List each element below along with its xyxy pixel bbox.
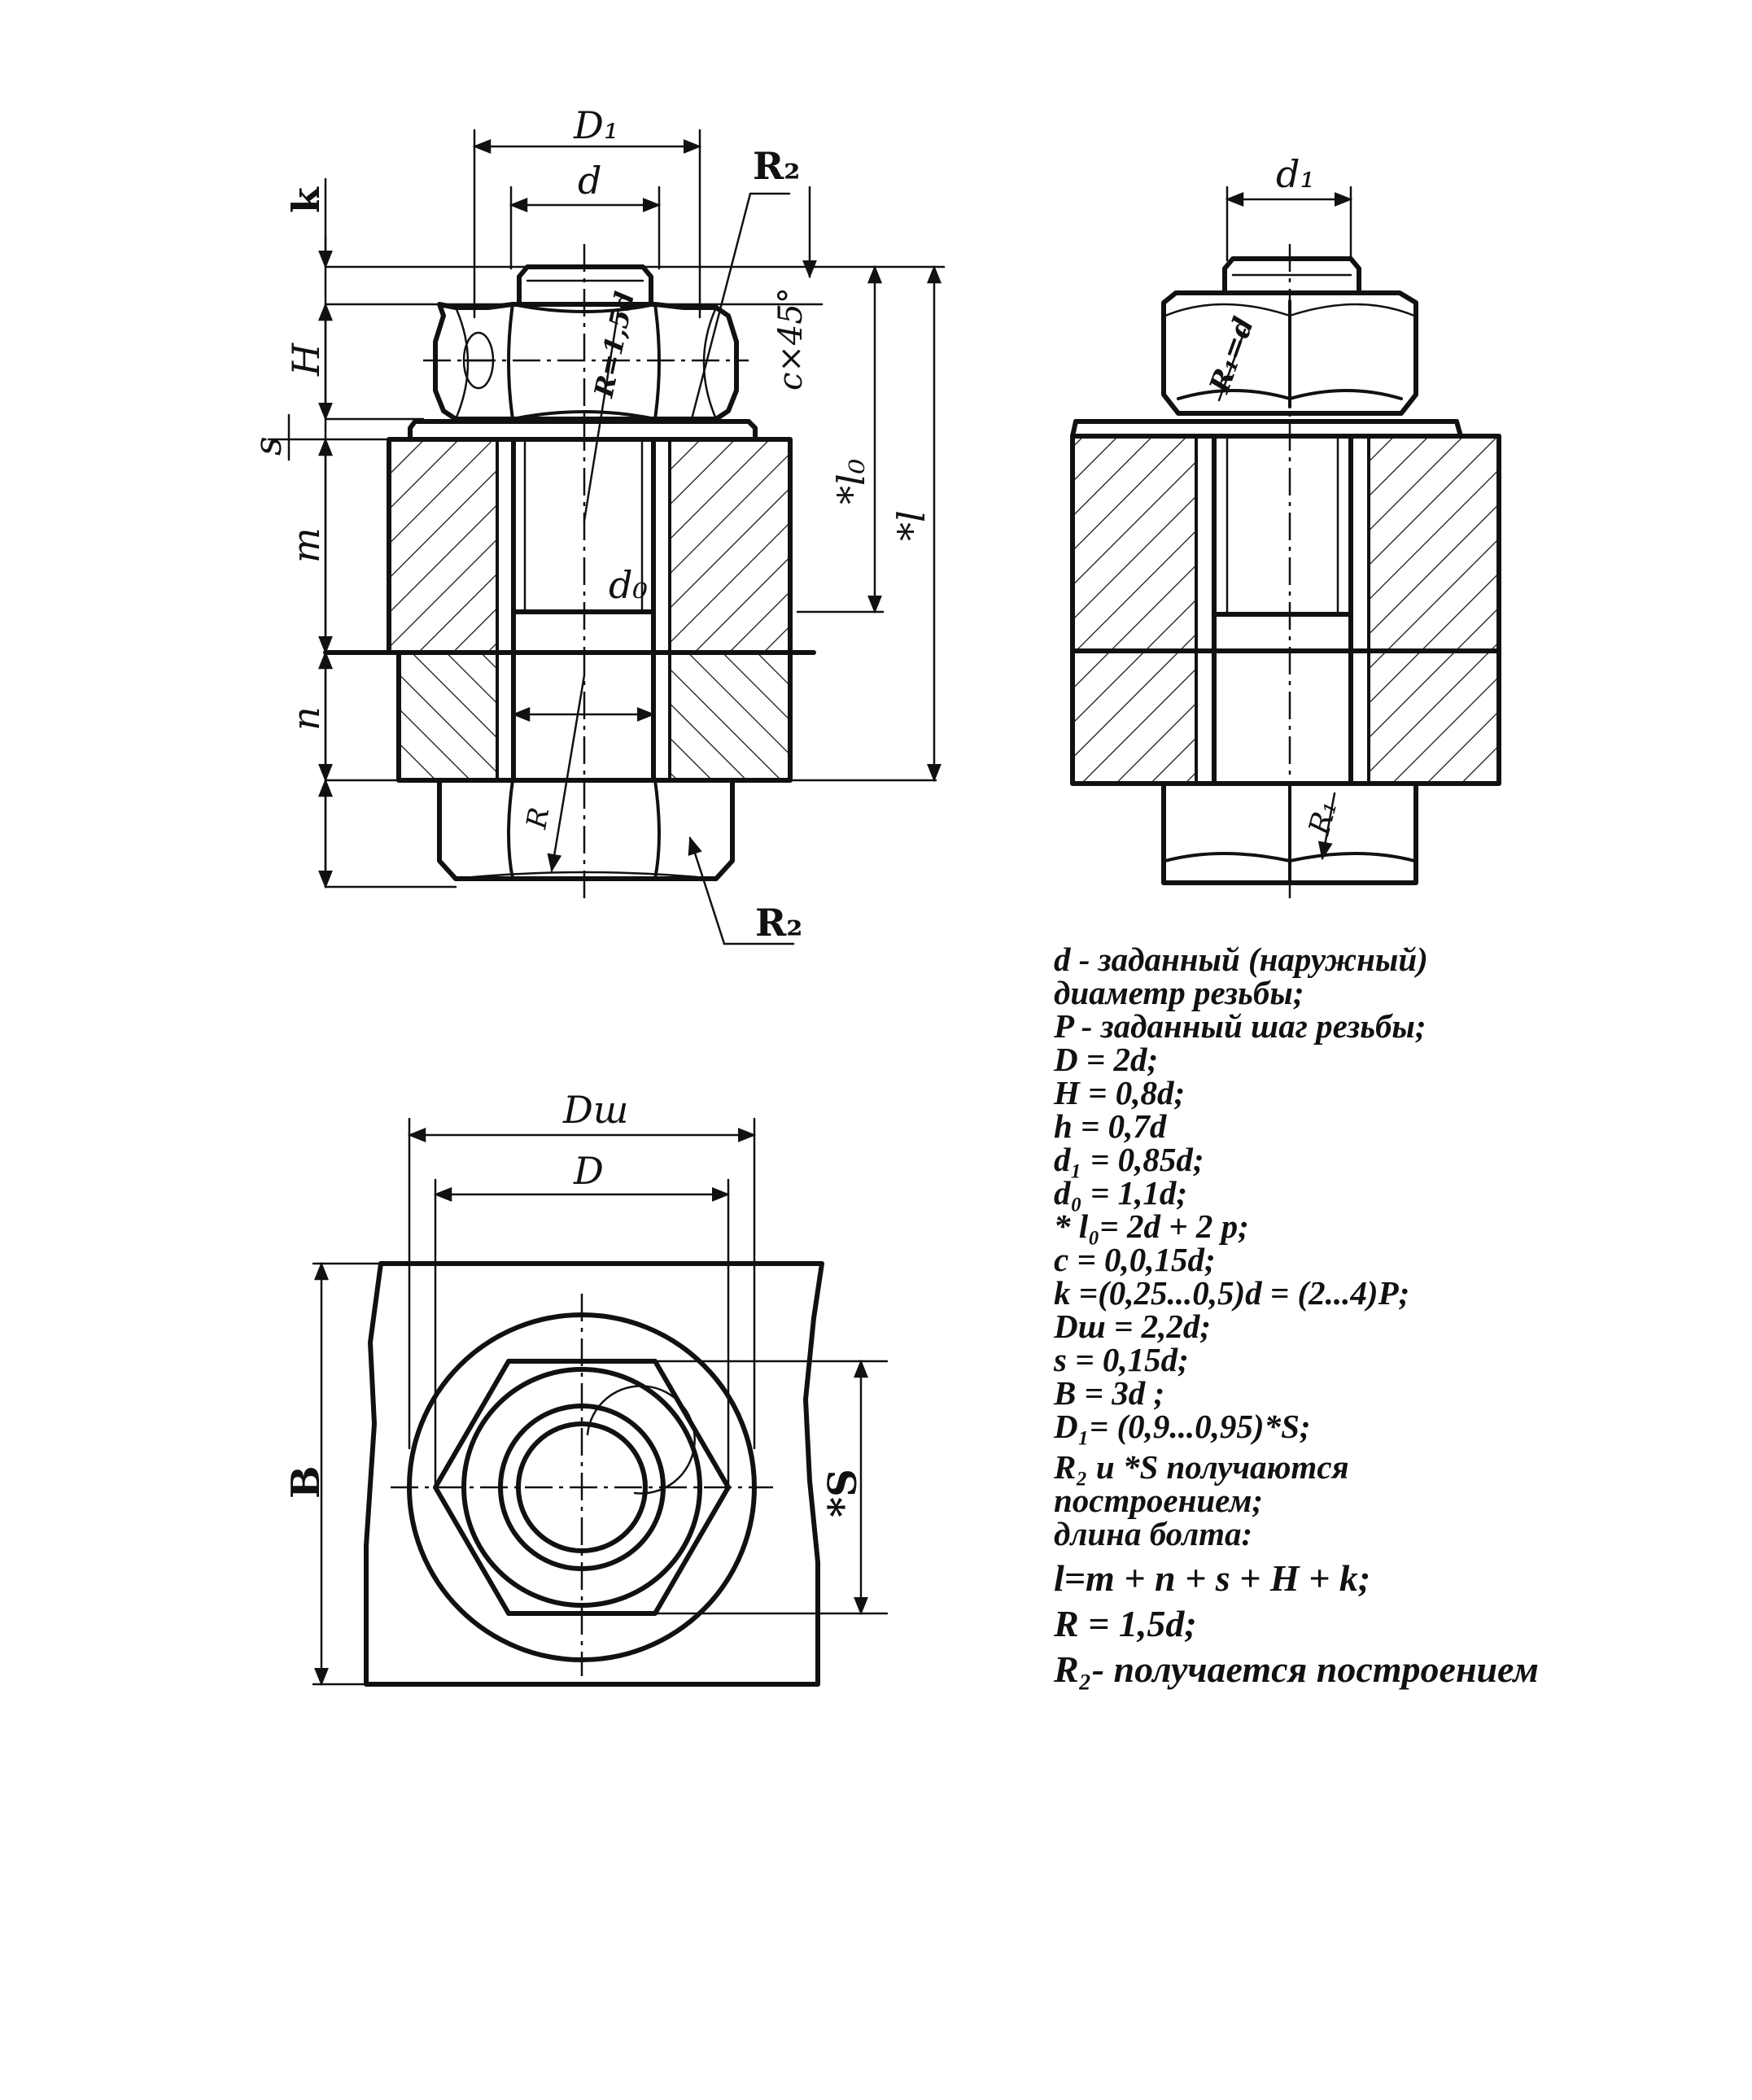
- label-S: *S: [820, 1469, 866, 1517]
- label-H: H: [284, 343, 328, 377]
- formula-line: построением;: [1054, 1482, 1263, 1519]
- formula-line: R₂- получается построением: [1053, 1648, 1539, 1690]
- label-R-low: R: [520, 805, 556, 832]
- formula-line: диаметр резьбы;: [1054, 974, 1304, 1011]
- formula-line: P - заданный шаг резьбы;: [1053, 1007, 1427, 1045]
- label-c45: c×45°: [772, 287, 810, 391]
- formula-line: s = 0,15d;: [1053, 1341, 1189, 1378]
- label-d1-side: d₁: [1276, 152, 1315, 196]
- lower-plate: [323, 650, 816, 783]
- label-Dw: Dш: [562, 1088, 628, 1132]
- label-d-top: d: [578, 159, 601, 203]
- plan-view: B Dш D *S: [283, 1088, 889, 1687]
- formula-line: R₂ и *S получаются: [1053, 1448, 1349, 1486]
- label-B: B: [283, 1465, 329, 1499]
- formula-line: c = 0,0,15d;: [1054, 1241, 1216, 1278]
- formula-line: H = 0,8d;: [1053, 1074, 1185, 1111]
- formula-line: Dш = 2,2d;: [1053, 1308, 1211, 1345]
- formula-notes: d - заданный (наружный)диаметр резьбы;P …: [1053, 941, 1539, 1690]
- formula-line: d - заданный (наружный): [1054, 941, 1428, 978]
- label-n: n: [284, 706, 328, 731]
- formula-line: h = 0,7d: [1054, 1107, 1167, 1145]
- label-R1-side: R₁: [1303, 797, 1344, 840]
- formula-line: l=m + n + s + H + k;: [1054, 1557, 1370, 1599]
- side-view: d₁ R₁=d R₁: [1070, 152, 1501, 903]
- label-l: *l: [889, 510, 933, 541]
- label-D1: D₁: [573, 103, 618, 147]
- label-R2-bottom: R₂: [755, 901, 802, 945]
- nut: [433, 302, 739, 421]
- formula-line: * l₀= 2d + 2 p;: [1054, 1207, 1249, 1245]
- label-D-plan: D: [573, 1149, 604, 1193]
- upper-plate: [387, 437, 793, 655]
- label-k: k: [284, 186, 328, 213]
- label-R1d-side: R₁=d: [1204, 313, 1261, 398]
- formula-line: B = 3d ;: [1053, 1374, 1164, 1412]
- label-R2-top: R₂: [753, 144, 800, 188]
- formula-line: D₁= (0,9...0,95)*S;: [1053, 1408, 1311, 1445]
- label-d0: d₀: [609, 563, 648, 607]
- formula-line: D = 2d;: [1053, 1041, 1158, 1078]
- bolt-head: [437, 778, 735, 881]
- label-l0: *l₀: [829, 459, 873, 504]
- washer: [408, 419, 758, 442]
- label-m: m: [284, 527, 328, 563]
- label-s: s: [246, 436, 290, 456]
- formula-line: k =(0,25...0,5)d = (2...4)P;: [1054, 1274, 1409, 1312]
- formula-line: d₀ = 1,1d;: [1054, 1174, 1187, 1212]
- formula-line: d₁ = 0,85d;: [1054, 1141, 1204, 1178]
- formula-line: длина болта:: [1054, 1515, 1252, 1552]
- front-section-view: D₁ d R₂ k H s m n R=1,5d c×45° *l₀ *l d₀: [246, 103, 946, 945]
- formula-line: R = 1,5d;: [1053, 1603, 1197, 1644]
